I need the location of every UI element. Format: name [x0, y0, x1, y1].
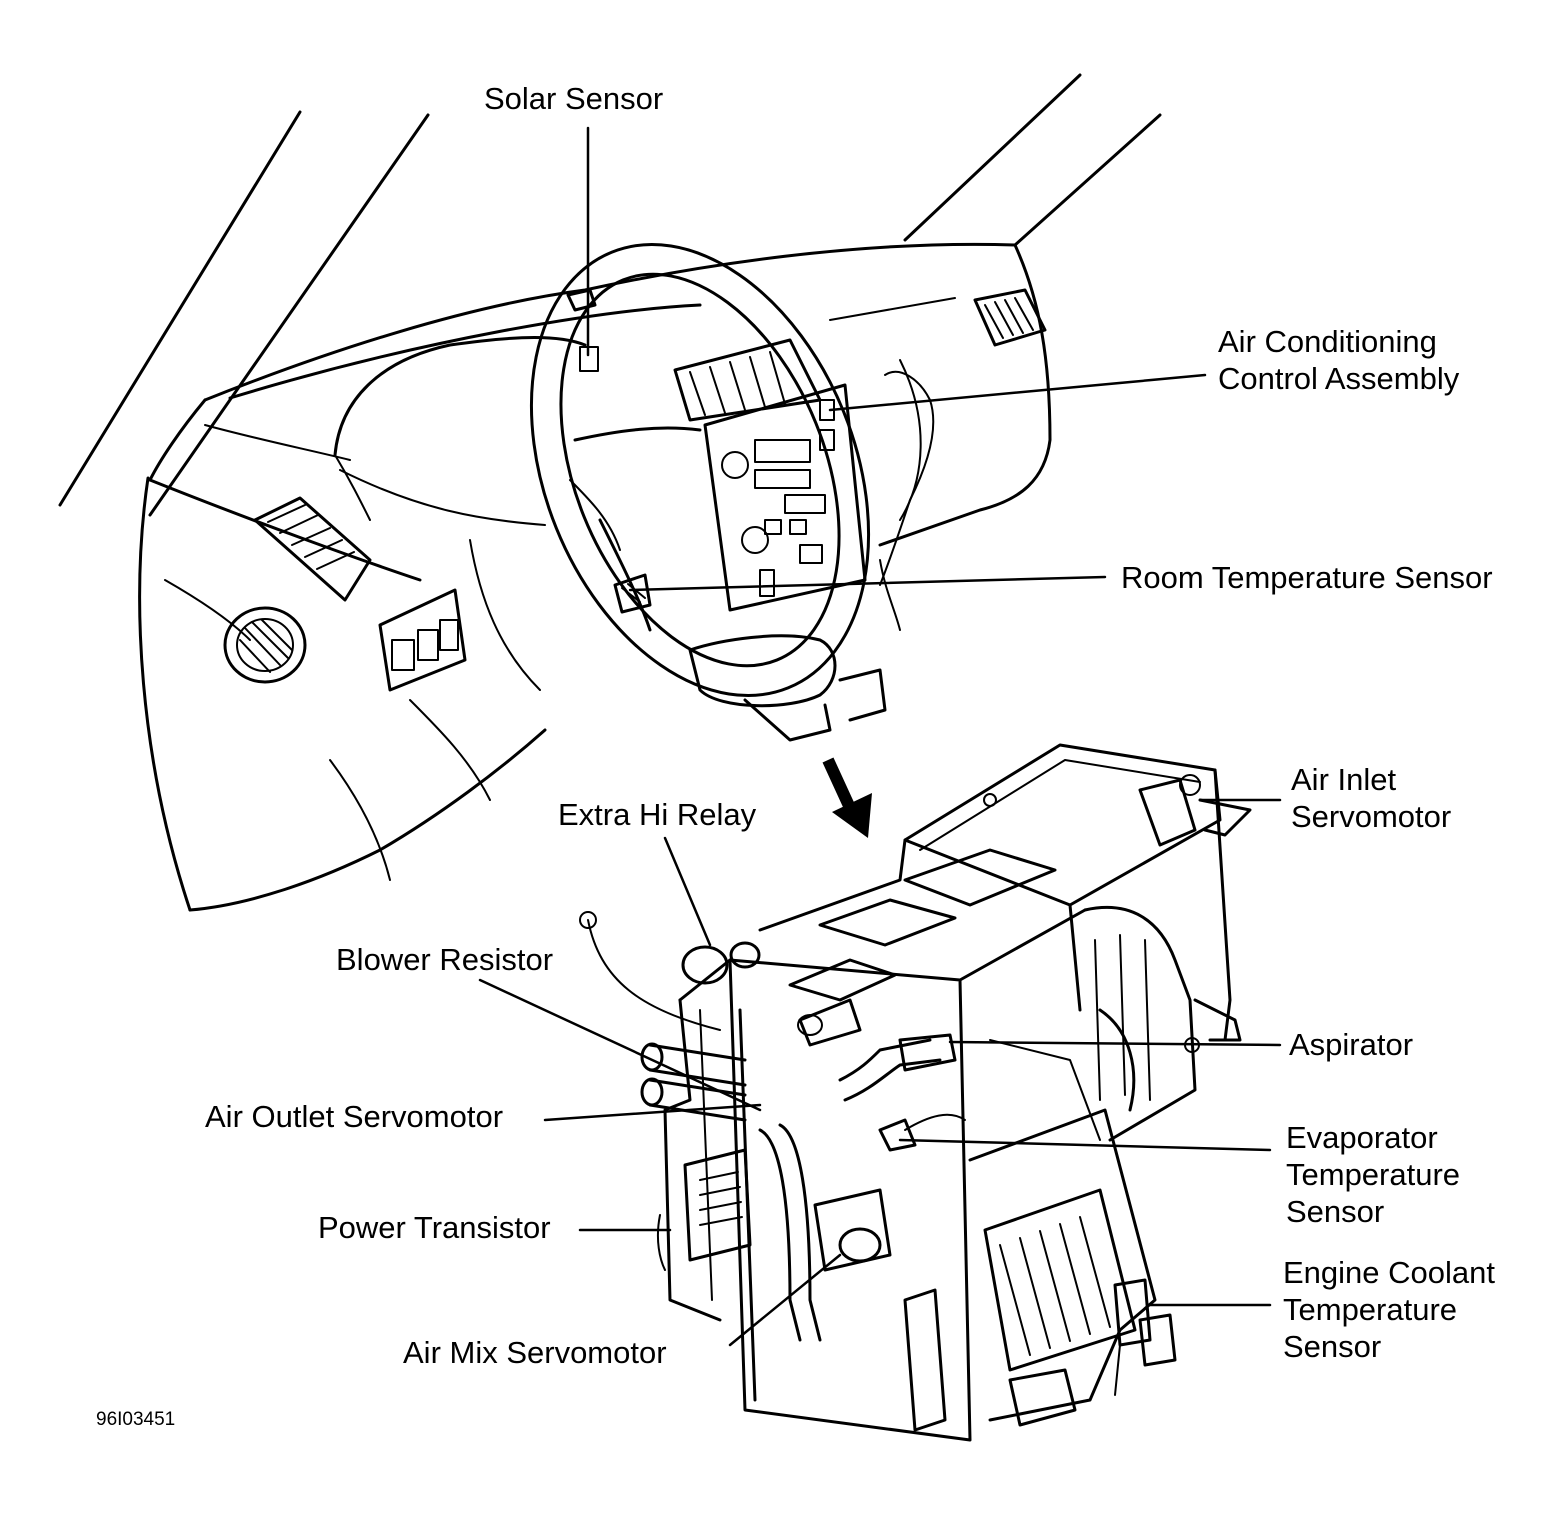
label-evaporator-line1: Evaporator	[1286, 1120, 1438, 1155]
leader-extra-hi-relay	[663, 836, 712, 947]
direction-arrow	[822, 757, 872, 838]
label-blower-resistor: Blower Resistor	[336, 942, 554, 977]
label-room-temperature-sensor: Room Temperature Sensor	[1121, 560, 1493, 595]
label-air-mix-servomotor: Air Mix Servomotor	[403, 1335, 667, 1370]
label-evaporator-line2: Temperature	[1286, 1157, 1461, 1192]
label-engine-coolant-line2: Temperature	[1283, 1292, 1458, 1327]
hvac-unit-drawing	[579, 743, 1252, 1442]
leader-blower-resistor	[478, 978, 762, 1112]
label-aspirator: Aspirator	[1289, 1027, 1414, 1062]
label-engine-coolant-temperature-sensor: Engine Coolant Temperature Sensor	[1283, 1254, 1495, 1365]
label-air-inlet-servomotor: Air Inlet Servomotor	[1291, 761, 1451, 835]
label-solar-sensor: Solar Sensor	[484, 81, 664, 116]
label-air-inlet-line1: Air Inlet	[1291, 762, 1397, 797]
label-engine-coolant-line3: Sensor	[1283, 1329, 1382, 1364]
leader-lines	[478, 126, 1282, 1347]
leader-air-mix	[728, 1253, 842, 1347]
label-power-transistor: Power Transistor	[318, 1210, 551, 1245]
label-engine-coolant-line1: Engine Coolant	[1283, 1255, 1495, 1290]
leader-aspirator	[948, 1040, 1282, 1047]
figure-code: 96I03451	[96, 1409, 176, 1430]
label-air-inlet-line2: Servomotor	[1291, 799, 1452, 834]
label-air-outlet-servomotor: Air Outlet Servomotor	[205, 1099, 504, 1134]
dashboard-drawing	[58, 73, 1162, 912]
label-evaporator-temperature-sensor: Evaporator Temperature Sensor	[1286, 1119, 1460, 1230]
label-ac-control-line1: Air Conditioning	[1218, 324, 1437, 359]
leader-room-temp	[628, 575, 1107, 592]
leader-air-outlet	[543, 1103, 762, 1122]
label-extra-hi-relay: Extra Hi Relay	[558, 797, 757, 832]
label-ac-control-assembly: Air Conditioning Control Assembly	[1218, 323, 1459, 397]
leader-ac-control	[828, 373, 1207, 412]
label-evaporator-line3: Sensor	[1286, 1194, 1385, 1229]
label-ac-control-line2: Control Assembly	[1218, 361, 1460, 396]
leader-evaporator	[898, 1138, 1272, 1152]
